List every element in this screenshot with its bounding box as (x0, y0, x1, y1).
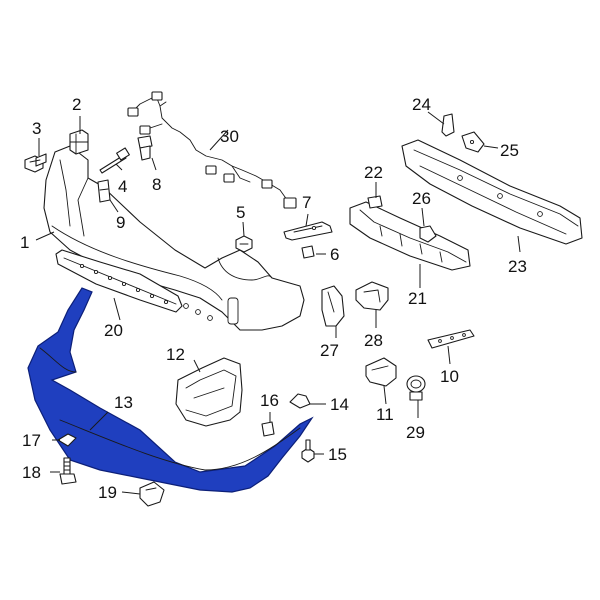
callout-1: 1 (20, 233, 29, 252)
callout-4: 4 (118, 177, 127, 196)
clip (301, 245, 315, 259)
bolt-15 (301, 439, 315, 463)
callout-13: 13 (114, 393, 133, 412)
clip-17 (57, 433, 77, 447)
callout-11: 11 (376, 405, 394, 424)
parking-sensor (406, 375, 426, 401)
tow-hook-cap (139, 481, 165, 507)
retainer-16 (261, 421, 275, 437)
mount-bracket (355, 281, 389, 311)
callout-14: 14 (330, 395, 349, 414)
absorber-clip (367, 195, 383, 209)
lower-valance-highlighted (27, 287, 314, 493)
vertical-bracket (321, 285, 345, 327)
energy-absorber (349, 201, 471, 271)
callout-10: 10 (440, 367, 459, 386)
bolt (235, 235, 253, 253)
callout-29: 29 (406, 423, 425, 442)
guide-pin (99, 147, 130, 174)
side-bracket (283, 221, 333, 241)
wiring-harness (127, 91, 297, 209)
bolt-18 (59, 457, 77, 485)
small-bracket (97, 179, 111, 203)
callout-23: 23 (508, 257, 527, 276)
clip-14 (289, 393, 311, 409)
callout-12: 12 (166, 345, 185, 364)
callout-28: 28 (364, 331, 383, 350)
callout-15: 15 (328, 445, 347, 464)
reinforcement-beam (401, 139, 583, 245)
callout-21: 21 (408, 289, 427, 308)
callout-8: 8 (152, 175, 161, 194)
callout-18: 18 (22, 463, 41, 482)
trim-strip (427, 329, 475, 349)
callout-6: 6 (330, 245, 339, 264)
leader-lines (35, 111, 521, 495)
callout-16: 16 (260, 391, 279, 410)
callout-3: 3 (32, 119, 41, 138)
push-screw (24, 153, 47, 173)
callout-2: 2 (72, 95, 81, 114)
callout-20: 20 (104, 321, 123, 340)
bracket-24 (441, 113, 455, 137)
callout-27: 27 (320, 341, 339, 360)
connector-clip (137, 135, 153, 161)
callout-7: 7 (302, 193, 311, 212)
bracket-26 (419, 225, 437, 243)
callout-26: 26 (412, 189, 431, 208)
bracket-11 (365, 357, 397, 387)
step-pad-trim (55, 249, 183, 313)
callout-17: 17 (22, 431, 41, 450)
callout-22: 22 (364, 163, 383, 182)
bracket-25 (461, 131, 485, 153)
callout-labels: 1 2 3 4 5 6 7 8 9 10 11 12 13 14 15 16 1… (20, 95, 527, 502)
callout-19: 19 (98, 483, 117, 502)
callout-25: 25 (500, 141, 519, 160)
callout-30: 30 (220, 127, 239, 146)
callout-5: 5 (236, 203, 245, 222)
splash-shield (175, 357, 243, 427)
retainer-clip (69, 129, 89, 155)
callout-24: 24 (412, 95, 431, 114)
callout-9: 9 (116, 213, 125, 232)
